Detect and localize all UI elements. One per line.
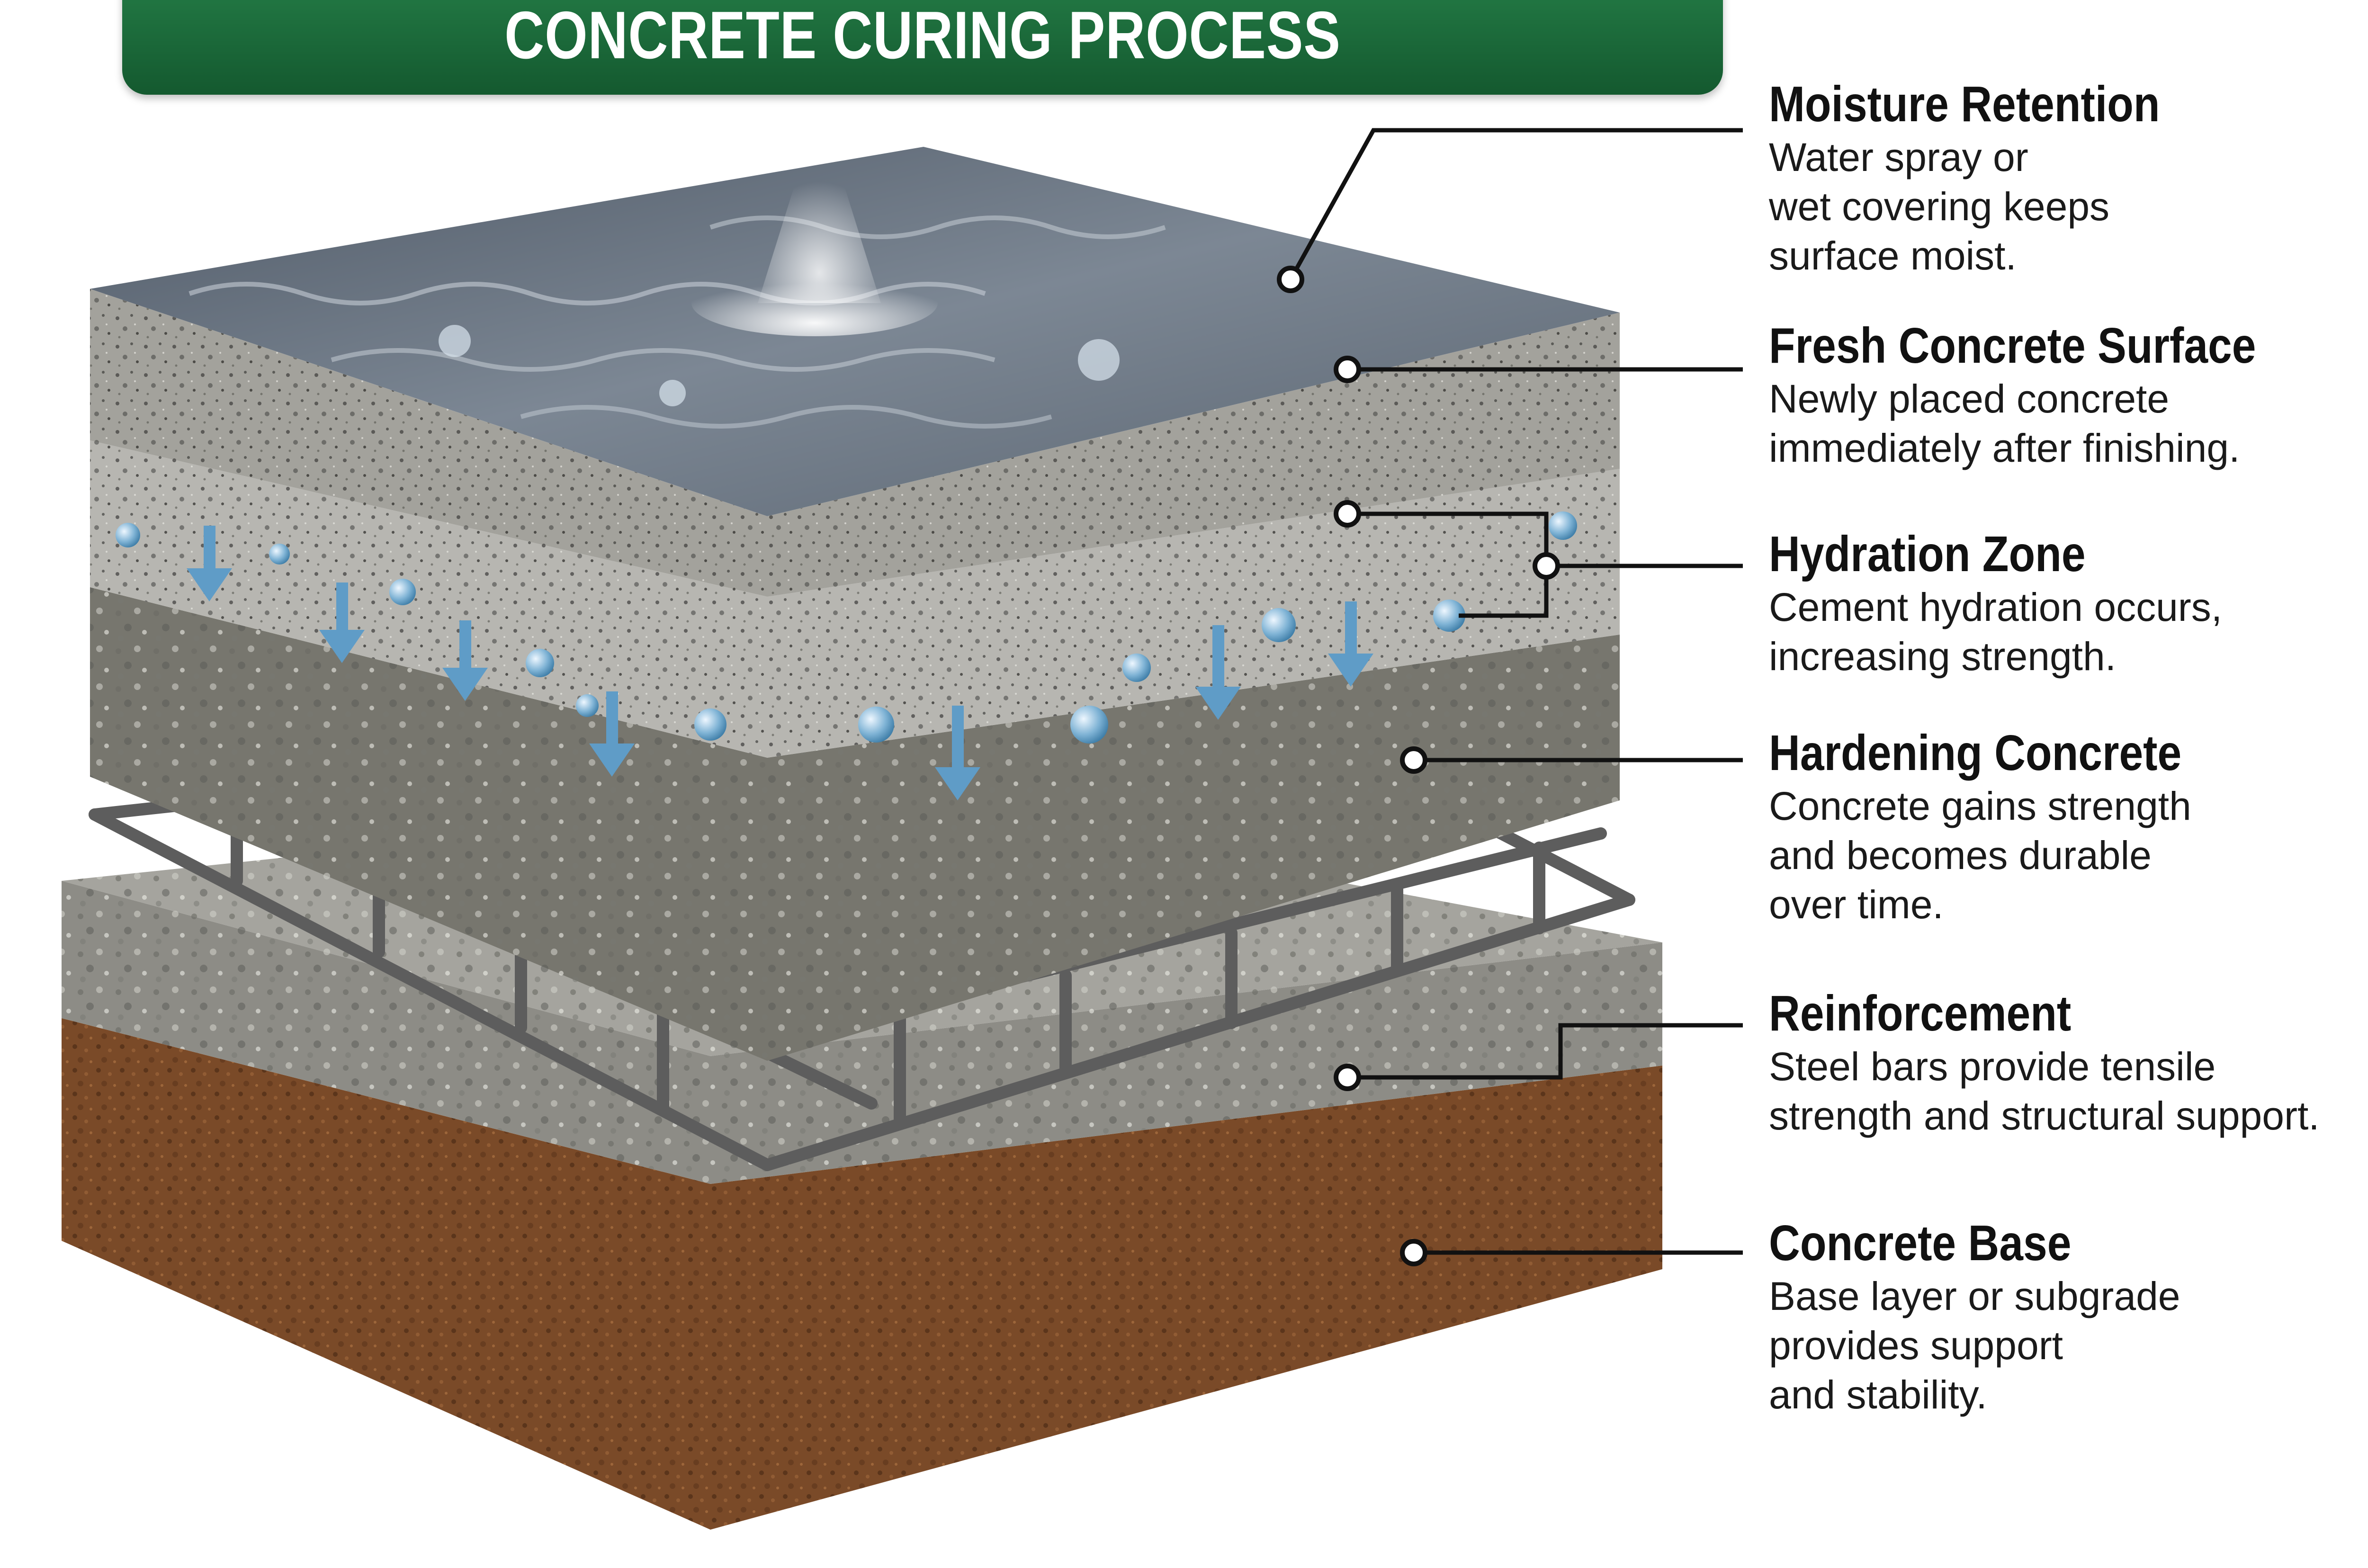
label-hydration-zone: Hydration Zone Cement hydration occurs, …: [1769, 526, 2368, 681]
label-hardening-concrete: Hardening Concrete Concrete gains streng…: [1769, 725, 2368, 929]
hardening-layer: [90, 587, 1620, 1061]
label-title: Reinforcement: [1769, 986, 2072, 1041]
label-description: Concrete gains strength and becomes dura…: [1769, 784, 2191, 927]
soil-layer: [62, 1018, 1662, 1530]
label-title: Fresh Concrete Surface: [1769, 318, 2256, 374]
leader-moisture: [1289, 128, 1743, 281]
label-description: Steel bars provide tensile strength and …: [1769, 1044, 2320, 1138]
label-description: Water spray or wet covering keeps surfac…: [1769, 135, 2110, 278]
label-reinforcement: Reinforcement Steel bars provide tensile…: [1769, 985, 2368, 1140]
label-title: Moisture Retention: [1769, 76, 2160, 132]
callout-lines: [1289, 128, 1743, 1255]
callout-dots: [1277, 266, 1560, 1266]
label-title: Hardening Concrete: [1769, 725, 2182, 781]
label-concrete-base: Concrete Base Base layer or subgrade pro…: [1769, 1215, 2368, 1419]
fresh-surface-layer: [90, 289, 1620, 597]
hydration-droplets: [116, 511, 1577, 744]
label-fresh-concrete-surface: Fresh Concrete Surface Newly placed conc…: [1769, 317, 2368, 473]
label-moisture-retention: Moisture Retention Water spray or wet co…: [1769, 76, 2368, 280]
label-title: Hydration Zone: [1769, 526, 2086, 582]
hydration-arrows: [187, 526, 1373, 800]
leader-reinforcement: [1347, 1023, 1743, 1080]
diagram-title: CONCRETE CURING PROCESS: [504, 0, 1341, 73]
label-description: Cement hydration occurs, increasing stre…: [1769, 585, 2223, 679]
label-description: Newly placed concrete immediately after …: [1769, 376, 2240, 470]
label-description: Base layer or subgrade provides support …: [1769, 1274, 2180, 1417]
water-surface: [90, 147, 1620, 516]
title-banner: CONCRETE CURING PROCESS: [122, 0, 1723, 95]
label-title: Concrete Base: [1769, 1215, 2072, 1271]
